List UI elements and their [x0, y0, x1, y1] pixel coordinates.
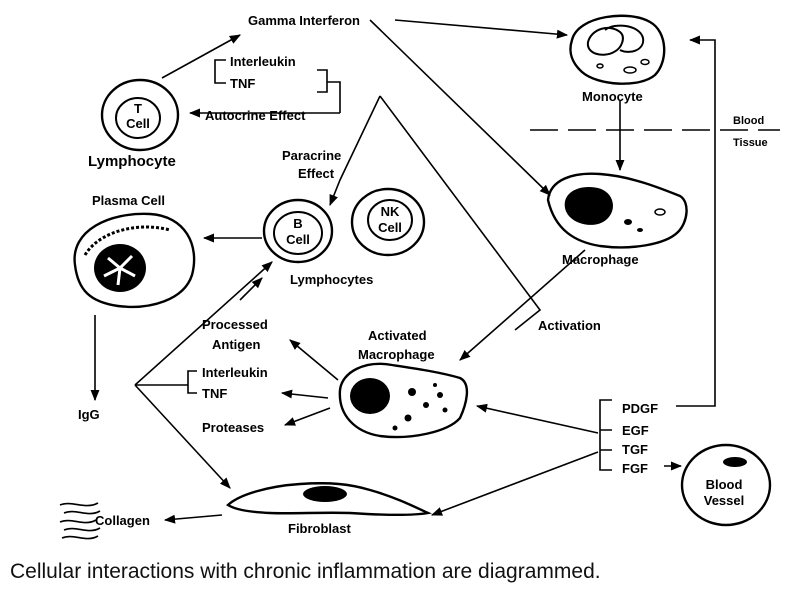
nk-cell-label-2: Cell	[378, 220, 402, 235]
arrow-fibroblast-to-collagen	[163, 514, 223, 524]
fibroblast-label: Fibroblast	[288, 521, 352, 536]
chronic-inflammation-diagram: T Cell B Cell NK Cell	[59, 13, 780, 540]
activated-macrophage-cell	[338, 362, 469, 439]
arrow-gamma-to-macrophage	[369, 19, 551, 196]
activated-macrophage-label-1: Activated	[368, 328, 427, 343]
tnf-top-label: TNF	[230, 76, 255, 91]
tgf-label: TGF	[622, 442, 648, 457]
growth-factor-bracket	[599, 399, 612, 471]
fibroblast-cell	[226, 482, 433, 517]
t-cell-label-1: T	[134, 101, 142, 116]
collagen-fibers	[59, 502, 101, 540]
interleukin-top-right-bracket	[317, 69, 328, 93]
pdgf-label: PDGF	[622, 401, 658, 416]
t-cell-label-2: Cell	[126, 116, 150, 131]
monocyte-cell	[569, 14, 666, 85]
monocyte-label: Monocyte	[582, 89, 643, 104]
arrow-growth-to-activated	[475, 403, 599, 434]
lymphocytes-label: Lymphocytes	[290, 272, 373, 287]
arrow-activated-to-proteases	[283, 407, 331, 426]
nk-cell: NK Cell	[350, 187, 426, 257]
arrow-macrophage-to-activated	[459, 249, 586, 361]
blood-vessel: Blood Vessel	[680, 443, 772, 527]
arrow-to-fibroblast	[134, 384, 231, 489]
arrow-antigen-to-bcell	[239, 277, 263, 301]
blood-vessel-label-2: Vessel	[704, 493, 745, 508]
gamma-interferon-label: Gamma Interferon	[248, 13, 360, 28]
collagen-label: Collagen	[95, 513, 150, 528]
interleukin-top-bracket	[214, 59, 226, 84]
tissue-label: Tissue	[733, 137, 768, 149]
t-cell-lymphocyte: T Cell	[100, 78, 180, 152]
interleukin-mid-label: Interleukin	[202, 365, 268, 380]
plasma-cell	[73, 212, 196, 308]
igg-label: IgG	[78, 407, 100, 422]
arrow-gamma-to-monocyte	[394, 19, 569, 39]
b-cell-label-2: Cell	[286, 232, 310, 247]
figure-caption: Cellular interactions with chronic infla…	[10, 560, 601, 583]
paracrine-label-2: Effect	[298, 166, 335, 181]
processed-antigen-label-2: Antigen	[212, 337, 260, 352]
b-cell-label-1: B	[293, 216, 302, 231]
arrow-activated-to-antigen	[289, 339, 339, 381]
processed-antigen-label-1: Processed	[202, 317, 268, 332]
activation-label: Activation	[538, 318, 601, 333]
arrow-paracrine	[329, 95, 381, 207]
b-cell: B Cell	[262, 198, 334, 264]
arrow-growth-to-fibroblast	[430, 451, 599, 516]
proteases-label: Proteases	[202, 420, 264, 435]
autocrine-label: Autocrine Effect	[205, 108, 306, 123]
interleukin-mid-bracket	[187, 370, 197, 394]
activated-macrophage-label-2: Macrophage	[358, 347, 435, 362]
nk-cell-label-1: NK	[381, 204, 400, 219]
arrow-activated-to-interleukin	[280, 389, 329, 399]
egf-label: EGF	[622, 423, 649, 438]
paracrine-label-1: Paracrine	[282, 148, 341, 163]
blood-label: Blood	[733, 115, 764, 127]
fgf-label: FGF	[622, 461, 648, 476]
tnf-mid-label: TNF	[202, 386, 227, 401]
arrow-to-lymphocytes	[134, 261, 273, 386]
arrow-pdgf-to-monocyte	[676, 35, 716, 407]
plasma-cell-label: Plasma Cell	[92, 193, 165, 208]
arrow-tcell-to-gamma	[161, 34, 241, 79]
lymphocyte-label: Lymphocyte	[88, 153, 176, 170]
macrophage-cell	[546, 172, 688, 249]
blood-vessel-label-1: Blood	[706, 477, 743, 492]
interleukin-top-label: Interleukin	[230, 54, 296, 69]
macrophage-label: Macrophage	[562, 252, 639, 267]
line-interleukin-to-activation	[379, 95, 542, 331]
